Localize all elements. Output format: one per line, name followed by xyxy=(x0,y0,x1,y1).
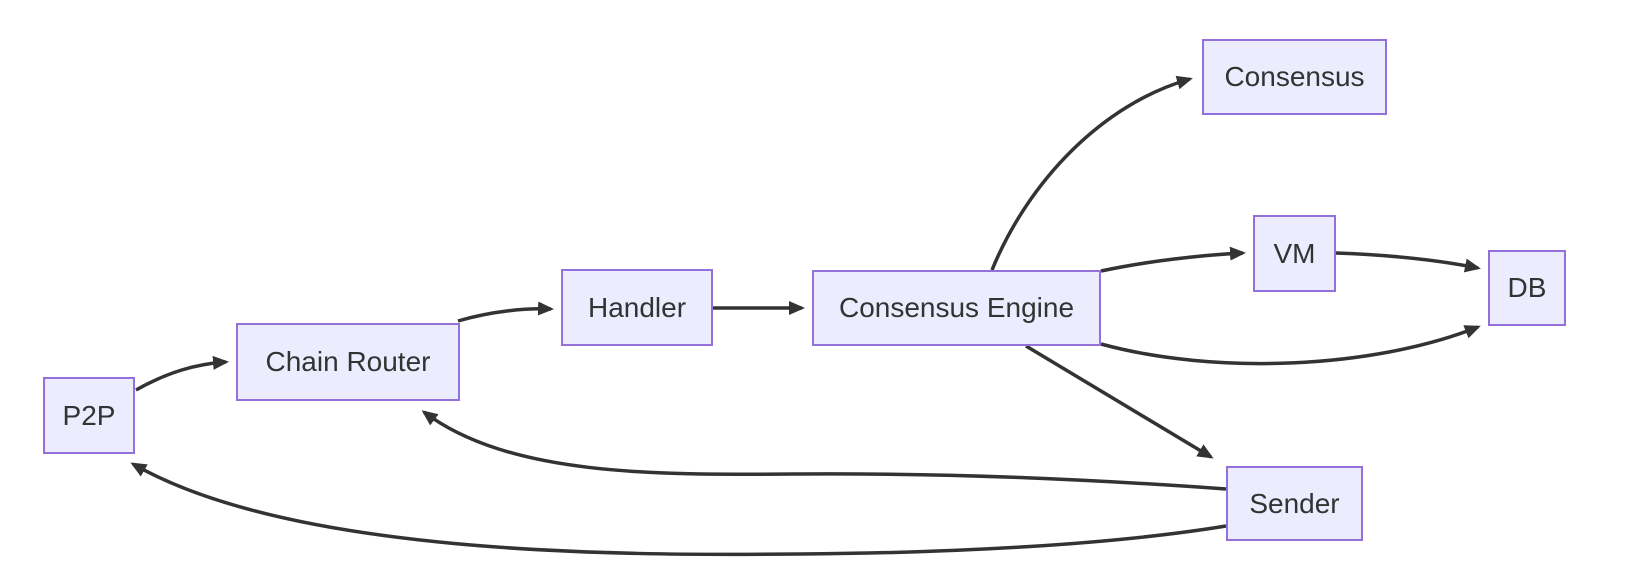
node-vm: VM xyxy=(1253,215,1336,292)
node-p2p-label: P2P xyxy=(62,399,116,431)
edge-vm-to-db xyxy=(1335,251,1481,273)
node-consensus: Consensus xyxy=(1202,39,1387,115)
node-chain-router-label: Chain Router xyxy=(265,346,431,377)
edge-sender-to-chain-router xyxy=(421,410,1227,491)
edge-chain-router-to-handler xyxy=(457,301,554,323)
edge-consensus-engine-to-sender xyxy=(1025,344,1214,459)
node-db-label: DB xyxy=(1507,272,1547,303)
edge-consensus-engine-to-vm xyxy=(1100,246,1246,273)
node-consensus-engine: Consensus Engine xyxy=(812,270,1101,346)
node-consensus-engine-label: Consensus Engine xyxy=(838,292,1075,323)
edge-consensus-engine-to-consensus xyxy=(990,75,1193,271)
edge-consensus-engine-to-db xyxy=(1100,325,1481,366)
node-handler-label: Handler xyxy=(587,291,687,323)
node-consensus-label: Consensus xyxy=(1224,61,1365,92)
node-p2p: P2P xyxy=(43,377,135,454)
edge-sender-to-p2p xyxy=(130,462,1227,557)
node-handler: Handler xyxy=(561,269,713,346)
edge-p2p-to-chain-router xyxy=(135,355,229,392)
node-sender: Sender xyxy=(1226,466,1363,541)
node-vm-label: VM xyxy=(1273,237,1316,269)
node-db: DB xyxy=(1488,250,1566,326)
node-chain-router: Chain Router xyxy=(236,323,460,401)
node-sender-label: Sender xyxy=(1249,487,1340,519)
